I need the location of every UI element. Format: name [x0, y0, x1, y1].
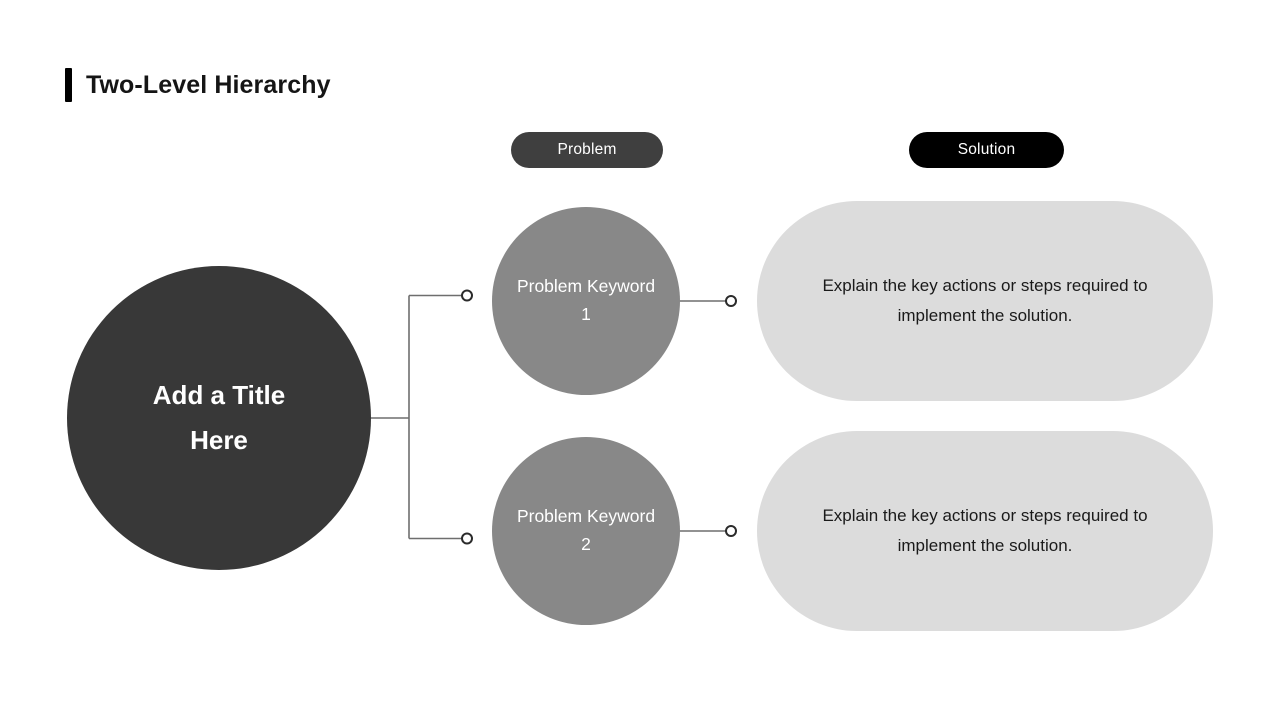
solution-panel-row-2[interactable]: Explain the key actions or steps require…	[757, 431, 1213, 631]
title-accent-bar	[65, 68, 72, 102]
root-title-circle[interactable]: Add a Title Here	[67, 266, 371, 570]
connector-node-row-1-right	[725, 295, 737, 307]
problem-column-badge[interactable]: Problem	[511, 132, 663, 168]
solution-column-badge[interactable]: Solution	[909, 132, 1064, 168]
slide-title-text: Two-Level Hierarchy	[86, 70, 331, 99]
connector-node-row-2-right	[725, 525, 737, 537]
solution-panel-row-1[interactable]: Explain the key actions or steps require…	[757, 201, 1213, 401]
problem-label-row-1: Problem Keyword 1	[516, 276, 656, 324]
problem-circle-row-1[interactable]: Problem Keyword 1	[492, 207, 680, 395]
problem-label-row-2: Problem Keyword 2	[516, 506, 656, 554]
connector-node-row-1-left	[461, 289, 473, 302]
solution-text-row-2: Explain the key actions or steps require…	[822, 505, 1148, 555]
root-title-label: Add a Title Here	[152, 380, 286, 455]
problem-circle-row-2[interactable]: Problem Keyword 2	[492, 437, 680, 625]
solution-column-badge-label: Solution	[957, 141, 1016, 158]
connector-node-row-2-left	[461, 532, 473, 545]
problem-column-badge-label: Problem	[557, 141, 617, 158]
solution-text-row-1: Explain the key actions or steps require…	[822, 275, 1148, 325]
page-title: Two-Level Hierarchy	[65, 68, 331, 102]
